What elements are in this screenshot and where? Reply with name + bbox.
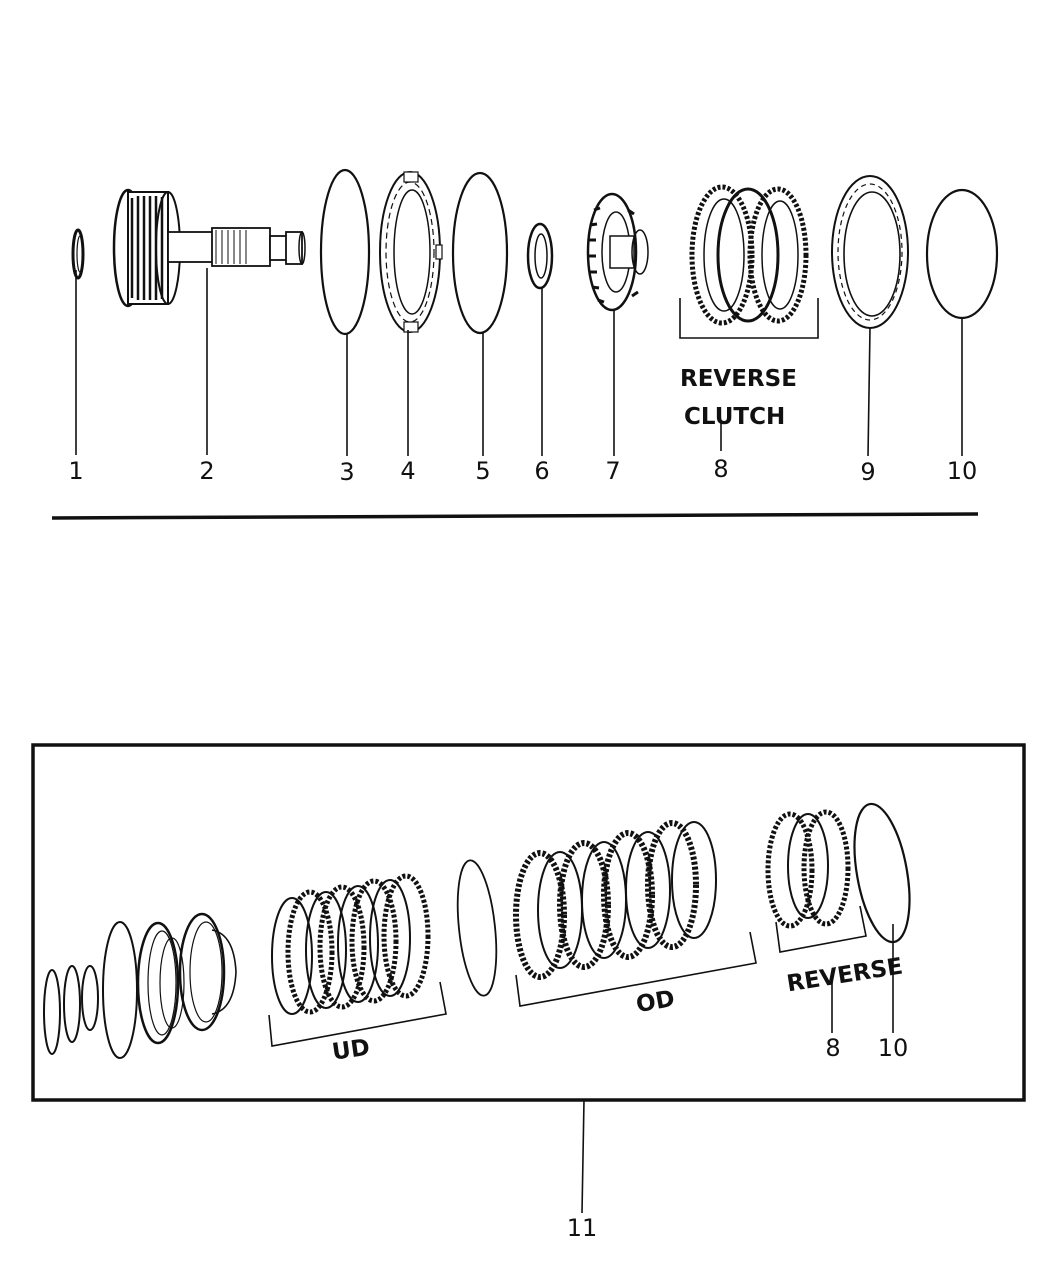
- kit-snap-ring: [853, 802, 911, 944]
- callout-10: 10: [947, 457, 978, 485]
- callout-7: 7: [605, 457, 620, 485]
- callout-8-kit: 8: [825, 1034, 840, 1062]
- section-divider: [51, 512, 979, 520]
- kit-small-rings: [43, 921, 138, 1059]
- od-bracket: [515, 931, 757, 1007]
- kit-od-clutch-pack: [513, 820, 717, 980]
- callout-4: 4: [400, 457, 415, 485]
- od-label: OD: [634, 986, 677, 1018]
- callout-2: 2: [199, 457, 214, 485]
- callout-3: 3: [339, 458, 354, 486]
- callout-8: 8: [713, 455, 728, 483]
- reverse-clutch-label-line1: REVERSE: [680, 366, 797, 392]
- reverse-kit-label: REVERSE: [785, 953, 905, 997]
- part-9-pressure-plate: [831, 175, 909, 329]
- reverse-kit-bracket: [775, 905, 867, 953]
- part-5-seal-ring: [451, 171, 509, 335]
- part-10-snap-ring: [925, 188, 999, 320]
- part-1-snap-ring: [71, 228, 85, 280]
- reverse-clutch-label-line2: CLUTCH: [684, 404, 785, 430]
- ud-bracket: [268, 981, 447, 1047]
- part-6-thrust-washer: [526, 222, 554, 290]
- part-3-seal-ring: [319, 168, 371, 336]
- callout-5: 5: [475, 457, 490, 485]
- kit-box: [31, 743, 1026, 1102]
- part-8-reverse-clutch-pack: [689, 184, 809, 326]
- part-2-input-shaft: [112, 188, 306, 308]
- kit-reverse-clutch-pack: [765, 809, 851, 929]
- reverse-clutch-bracket: [679, 298, 819, 339]
- callout-6: 6: [534, 457, 549, 485]
- callout-9: 9: [860, 458, 875, 486]
- callout-leaders-top: [75, 268, 963, 457]
- kit-pistons: [136, 912, 237, 1045]
- callout-10-kit: 10: [878, 1034, 909, 1062]
- callout-11: 11: [567, 1214, 598, 1242]
- ud-label: UD: [330, 1035, 371, 1066]
- kit-leader-11: [581, 1099, 585, 1214]
- part-4-retainer-plate: [379, 171, 443, 333]
- kit-ud-clutch-pack: [271, 873, 431, 1015]
- callout-1: 1: [68, 457, 83, 485]
- kit-seal-ring: [456, 859, 498, 997]
- part-7-gear-hub: [586, 192, 649, 312]
